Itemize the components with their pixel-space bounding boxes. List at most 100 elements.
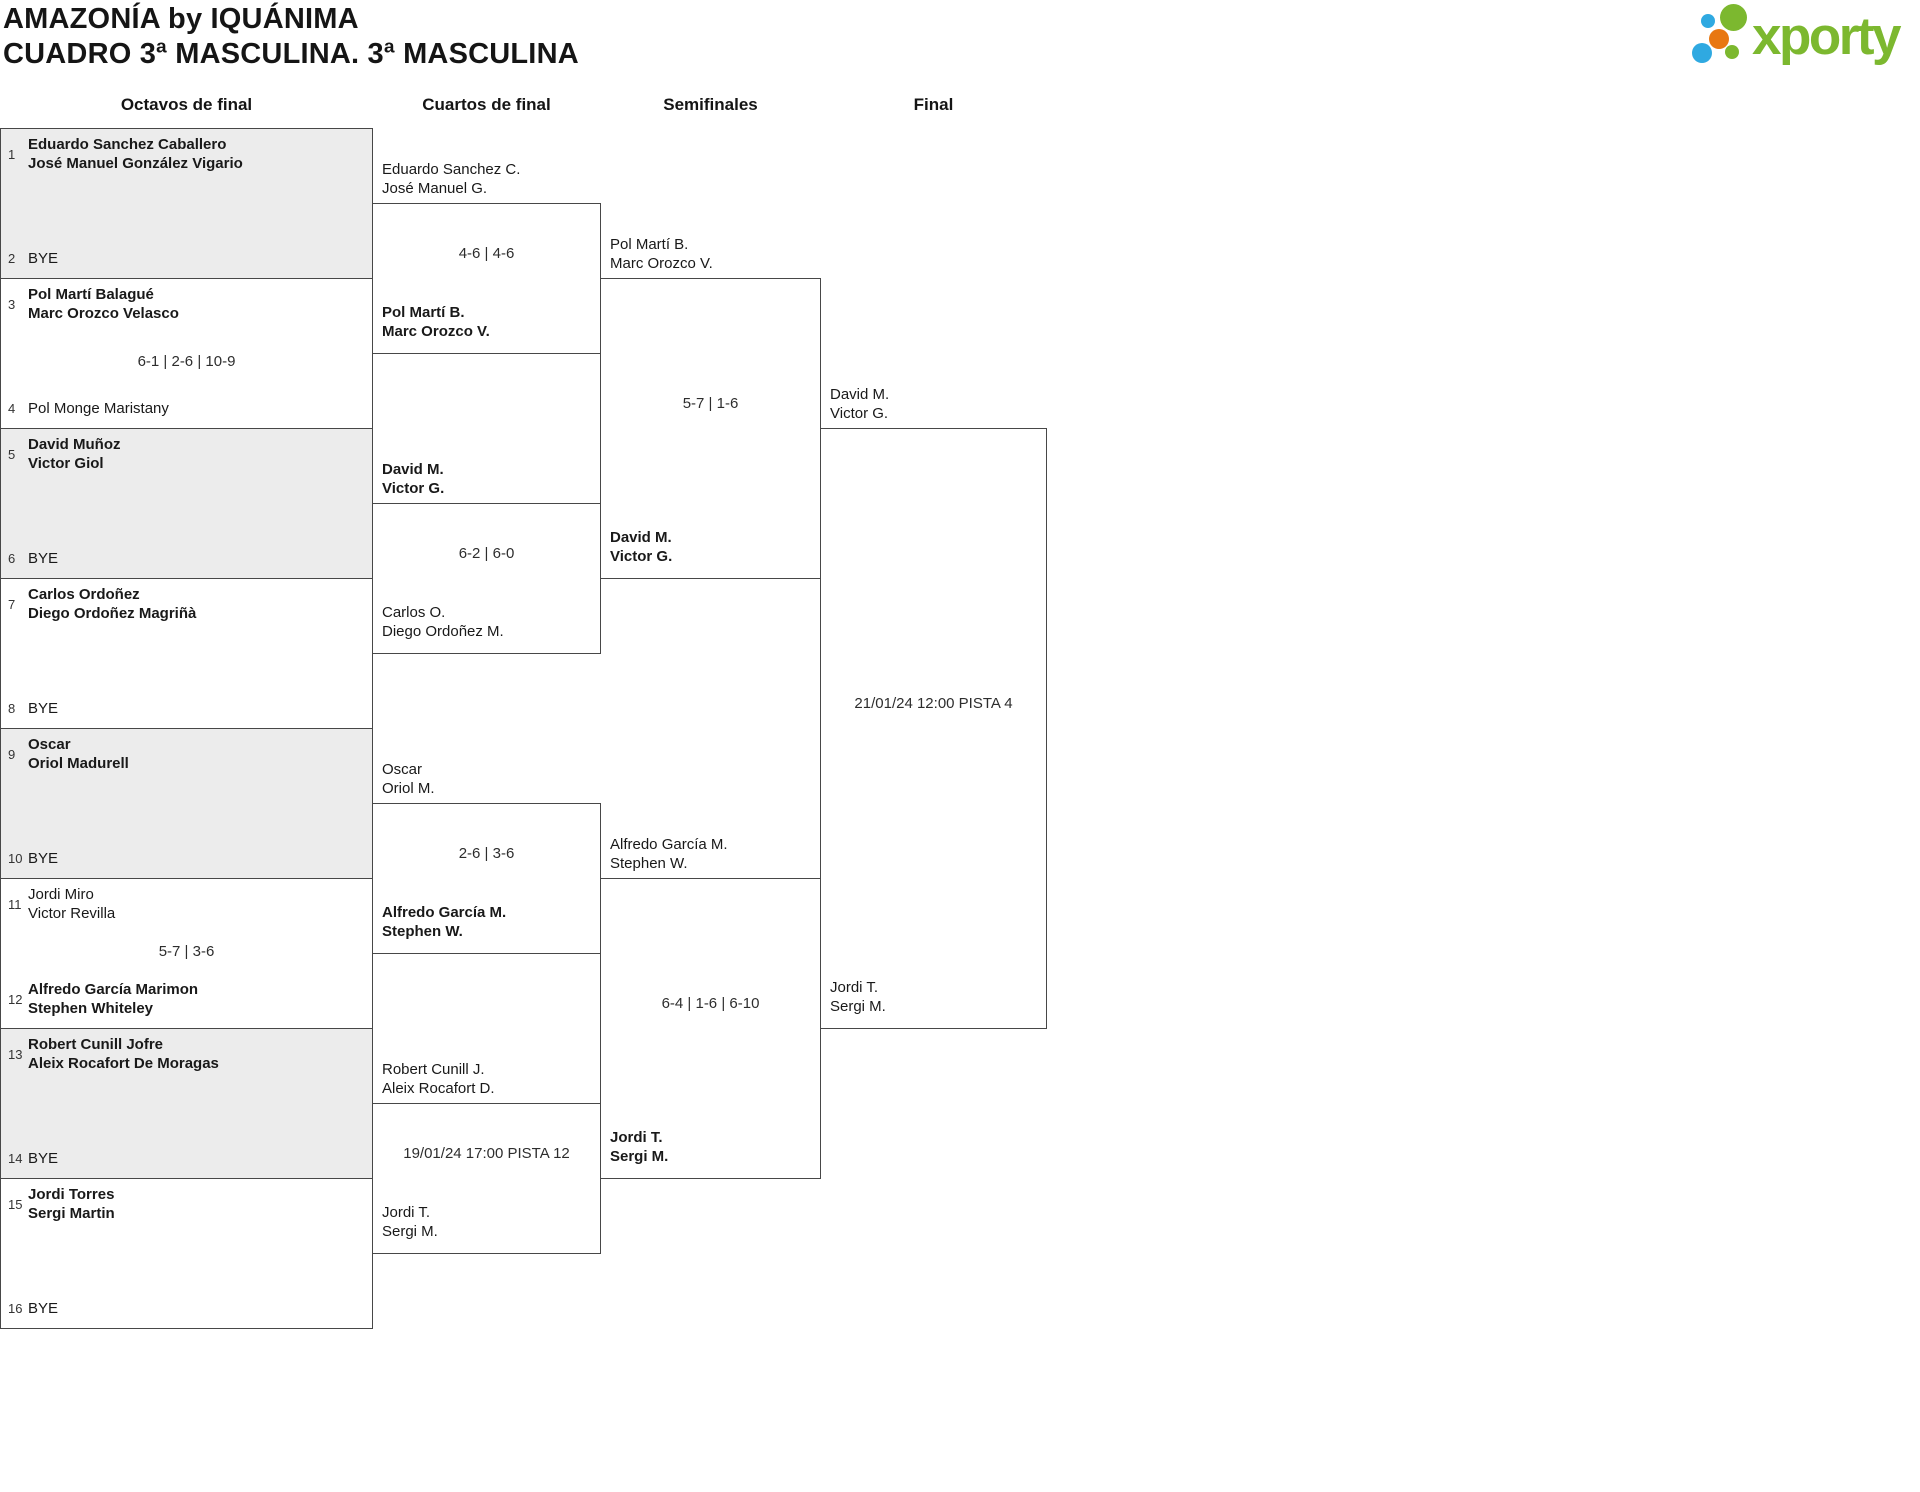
team-name: Pol Monge Maristany (28, 400, 169, 417)
seed-number: 5 (8, 446, 16, 462)
match-score: 4-6 | 4-6 (458, 245, 515, 262)
sf-match-2: Alfredo García M.Stephen W. 6-4 | 1-6 | … (600, 836, 821, 1179)
seed-number: 1 (8, 146, 16, 162)
logo-dot-orange-icon (1709, 29, 1729, 49)
team-name: BYE (28, 1150, 59, 1167)
final-match: David M.Victor G. 21/01/24 12:00 PISTA 4… (820, 386, 1047, 1029)
match-score (1, 473, 372, 549)
match-score (1, 773, 372, 849)
seed-number: 10 (8, 851, 23, 866)
sf-match-1: Pol Martí B.Marc Orozco V. 5-7 | 1-6 Dav… (600, 236, 821, 579)
advancing-team-label: Alfredo García M.Stephen W. (382, 904, 507, 940)
team-row: 14 BYE (1, 1149, 372, 1178)
match-schedule: 21/01/24 12:00 PISTA 4 (854, 695, 1013, 712)
team-name: BYE (28, 1300, 59, 1317)
advancing-team-label: Robert Cunill J.Aleix Rocafort D. (382, 1061, 495, 1097)
seed-number: 6 (8, 551, 16, 566)
page-title: AMAZONÍA by IQUÁNIMA CUADRO 3ª MASCULINA… (3, 2, 579, 72)
advancing-team-label: Alfredo García M.Stephen W. (610, 836, 728, 872)
match-score: 5-7 | 3-6 (158, 943, 215, 960)
logo-dot-blue-medium-icon (1692, 43, 1712, 63)
seed-number: 15 (8, 1196, 23, 1212)
seed-number: 9 (8, 746, 16, 762)
round-header-octavos: Octavos de final (120, 95, 253, 114)
team-row: 10 BYE (1, 849, 372, 878)
seed-number: 13 (8, 1046, 23, 1062)
team-name: BYE (28, 850, 59, 867)
seed-number: 2 (8, 251, 16, 266)
bracket-subtitle: CUADRO 3ª MASCULINA. 3ª MASCULINA (3, 38, 579, 70)
advancing-team-label: Carlos O.Diego Ordoñez M. (382, 604, 504, 640)
seed-number: 4 (8, 401, 16, 416)
logo-dot-green-small-icon (1725, 45, 1739, 59)
match-score: 5-7 | 1-6 (682, 395, 739, 412)
match-score: 2-6 | 3-6 (458, 845, 515, 862)
round-header-semifinales: Semifinales (663, 95, 758, 114)
advancing-team-label: David M.Victor G. (382, 461, 445, 497)
team-name: BYE (28, 250, 59, 267)
logo-dot-blue-small-icon (1701, 14, 1715, 28)
team-row: 16 BYE (1, 1299, 372, 1328)
advancing-team-label: Jordi T.Sergi M. (382, 1204, 438, 1240)
tournament-title: AMAZONÍA by IQUÁNIMA (3, 3, 359, 35)
advancing-team-label: Jordi T.Sergi M. (830, 979, 886, 1015)
match-score (1, 623, 372, 699)
match-score: 6-4 | 1-6 | 6-10 (661, 995, 760, 1012)
advancing-team-label: Pol Martí B.Marc Orozco V. (382, 304, 490, 340)
team-row: 8 BYE (1, 699, 372, 728)
qf-match-2: David M.Victor G. 6-2 | 6-0 Carlos O.Die… (372, 461, 601, 654)
qf-match-1: Eduardo Sanchez C.José Manuel G. 4-6 | 4… (372, 161, 601, 354)
match-score: 6-1 | 2-6 | 10-9 (137, 352, 236, 370)
qf-match-4: Robert Cunill J.Aleix Rocafort D. 19/01/… (372, 1061, 601, 1254)
seed-number: 7 (8, 596, 16, 612)
match-score: 6-2 | 6-0 (458, 545, 515, 562)
advancing-team-label: David M.Victor G. (830, 386, 890, 422)
match-score (1, 173, 372, 249)
team-row: 2 BYE (1, 249, 372, 278)
seed-number: 11 (8, 896, 22, 912)
match-schedule: 19/01/24 17:00 PISTA 12 (403, 1145, 570, 1162)
team-name: BYE (28, 700, 59, 717)
seed-number: 16 (8, 1301, 23, 1316)
team-row: 6 BYE (1, 549, 372, 578)
team-name: BYE (28, 550, 59, 567)
round-header-final: Final (913, 95, 954, 114)
advancing-team-label: David M.Victor G. (610, 529, 673, 565)
logo-wordmark: xporty (1752, 7, 1901, 66)
round-header-cuartos: Cuartos de final (422, 95, 551, 114)
seed-number: 8 (8, 701, 16, 716)
match-score (1, 1223, 372, 1299)
seed-number: 14 (8, 1151, 23, 1166)
advancing-team-label: Eduardo Sanchez C.José Manuel G. (382, 161, 521, 197)
advancing-team-label: Pol Martí B.Marc Orozco V. (610, 236, 713, 272)
advancing-team-label: Jordi T.Sergi M. (610, 1129, 669, 1165)
team-row: 4 Pol Monge Maristany (1, 399, 372, 428)
match-score (1, 1073, 372, 1149)
xporty-logo: xporty (1688, 0, 1918, 78)
seed-number: 12 (8, 991, 23, 1007)
